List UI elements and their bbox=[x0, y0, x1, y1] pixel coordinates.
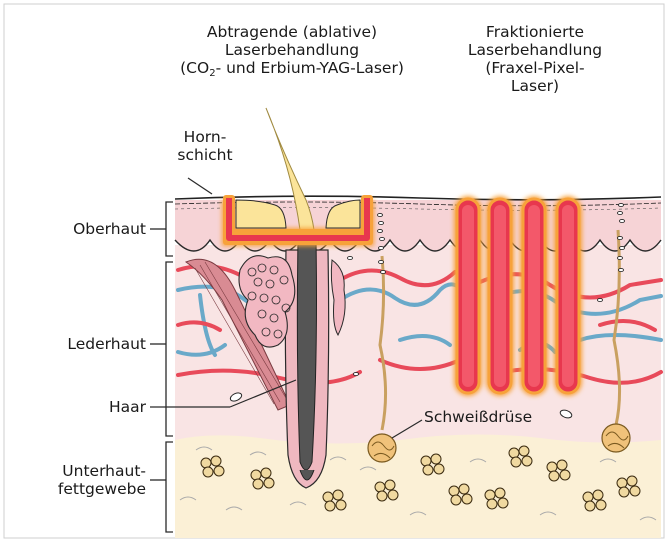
lederhaut-label: Lederhaut bbox=[20, 335, 146, 353]
subcutis-layer bbox=[175, 432, 661, 538]
layer-brackets bbox=[150, 202, 173, 532]
fractional-line-2: Laserbehandlung bbox=[440, 41, 630, 59]
stratum-corneum-line bbox=[175, 196, 661, 200]
ablative-title: Abtragende (ablative) Laserbehandlung (C… bbox=[142, 23, 442, 77]
hair-shaft bbox=[297, 240, 316, 470]
horn-leader-line bbox=[188, 178, 212, 194]
fractional-line-1: Fraktionierte bbox=[440, 23, 630, 41]
haar-label: Haar bbox=[20, 398, 146, 416]
fractional-line-4: Laser) bbox=[440, 77, 630, 95]
fractional-line-3: (Fraxel-Pixel- bbox=[440, 59, 630, 77]
horn-label: Horn- schicht bbox=[160, 128, 250, 164]
ablative-line-2: Laserbehandlung bbox=[142, 41, 442, 59]
oberhaut-label: Oberhaut bbox=[20, 220, 146, 238]
schweissdruese-label: Schweißdrüse bbox=[424, 408, 532, 426]
unterhaut-label: Unterhaut- fettgewebe bbox=[14, 462, 146, 498]
fractional-title: Fraktionierte Laserbehandlung (Fraxel-Pi… bbox=[440, 23, 630, 95]
ablative-line-3: (CO2- und Erbium-YAG-Laser) bbox=[142, 59, 442, 77]
ablative-line-1: Abtragende (ablative) bbox=[142, 23, 442, 41]
